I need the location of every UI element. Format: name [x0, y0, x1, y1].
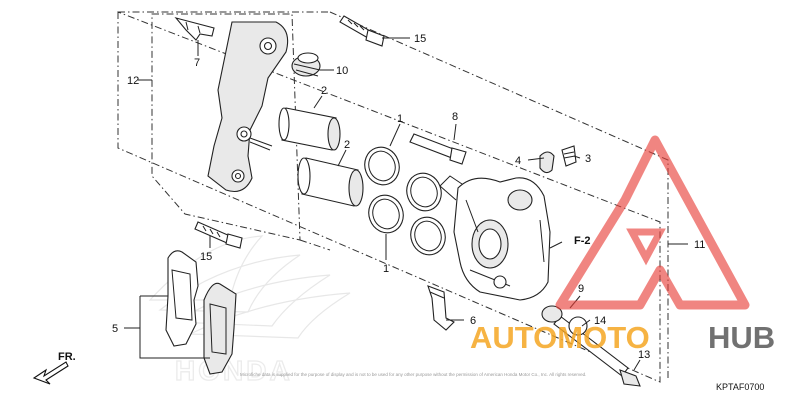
piston-seals — [364, 146, 446, 256]
brake-pad-rear — [165, 250, 199, 347]
callout-15-bottom: 15 — [200, 251, 212, 263]
bleeder-valve — [561, 145, 577, 167]
slide-pin-upper — [409, 133, 467, 165]
callout-7: 7 — [194, 57, 200, 69]
automotohub-watermark: AUTOMOTO HUB — [470, 135, 775, 355]
callout-15-top: 15 — [414, 33, 426, 45]
leader-lines — [124, 37, 688, 371]
watermark-text-auto: AUTOMOTO — [470, 320, 650, 355]
callout-2-lower: 2 — [344, 139, 350, 151]
callout-11: 11 — [694, 239, 705, 251]
brake-pad-front — [203, 282, 237, 375]
watermark-text-hub: HUB — [708, 320, 775, 355]
callout-3: 3 — [585, 153, 591, 165]
diagram-code: KPTAF0700 — [716, 382, 764, 392]
caliper-bracket — [207, 21, 289, 193]
bleeder-cap — [539, 151, 555, 174]
slide-pin-lower — [541, 305, 629, 377]
pad-spring-clip — [174, 17, 215, 41]
pin-boot — [291, 52, 321, 77]
reference-label: F-2 — [574, 235, 591, 247]
piston-upper — [278, 107, 341, 151]
callout-4: 4 — [515, 155, 521, 167]
callout-14: 14 — [594, 315, 606, 327]
automotohub-logo-icon — [555, 135, 750, 310]
direction-label: FR. — [58, 351, 76, 363]
callout-6: 6 — [470, 315, 476, 327]
callout-13: 13 — [638, 349, 650, 361]
honda-logo-text: HONDA — [175, 355, 293, 386]
bolt-top — [339, 15, 385, 47]
front-direction-indicator: FR. — [32, 351, 76, 385]
caliper-body — [439, 175, 551, 301]
callout-5: 5 — [112, 323, 118, 335]
bolt-bottom — [194, 221, 243, 249]
pin-boot-lower — [619, 369, 641, 387]
callout-8: 8 — [452, 111, 458, 123]
callout-2-upper: 2 — [321, 85, 327, 97]
callout-1-upper: 1 — [397, 113, 403, 125]
piston-lower — [297, 157, 364, 207]
callout-labels: 12 7 15 10 2 2 1 1 8 4 3 F-2 11 9 14 6 1… — [112, 33, 705, 361]
pad-retainer — [427, 285, 455, 331]
callout-9: 9 — [578, 283, 584, 295]
callout-12: 12 — [127, 75, 139, 87]
copyright-notice: Microfiche data is supplied for the purp… — [240, 372, 586, 377]
callout-10: 10 — [336, 65, 348, 77]
callout-1-lower: 1 — [383, 263, 389, 275]
